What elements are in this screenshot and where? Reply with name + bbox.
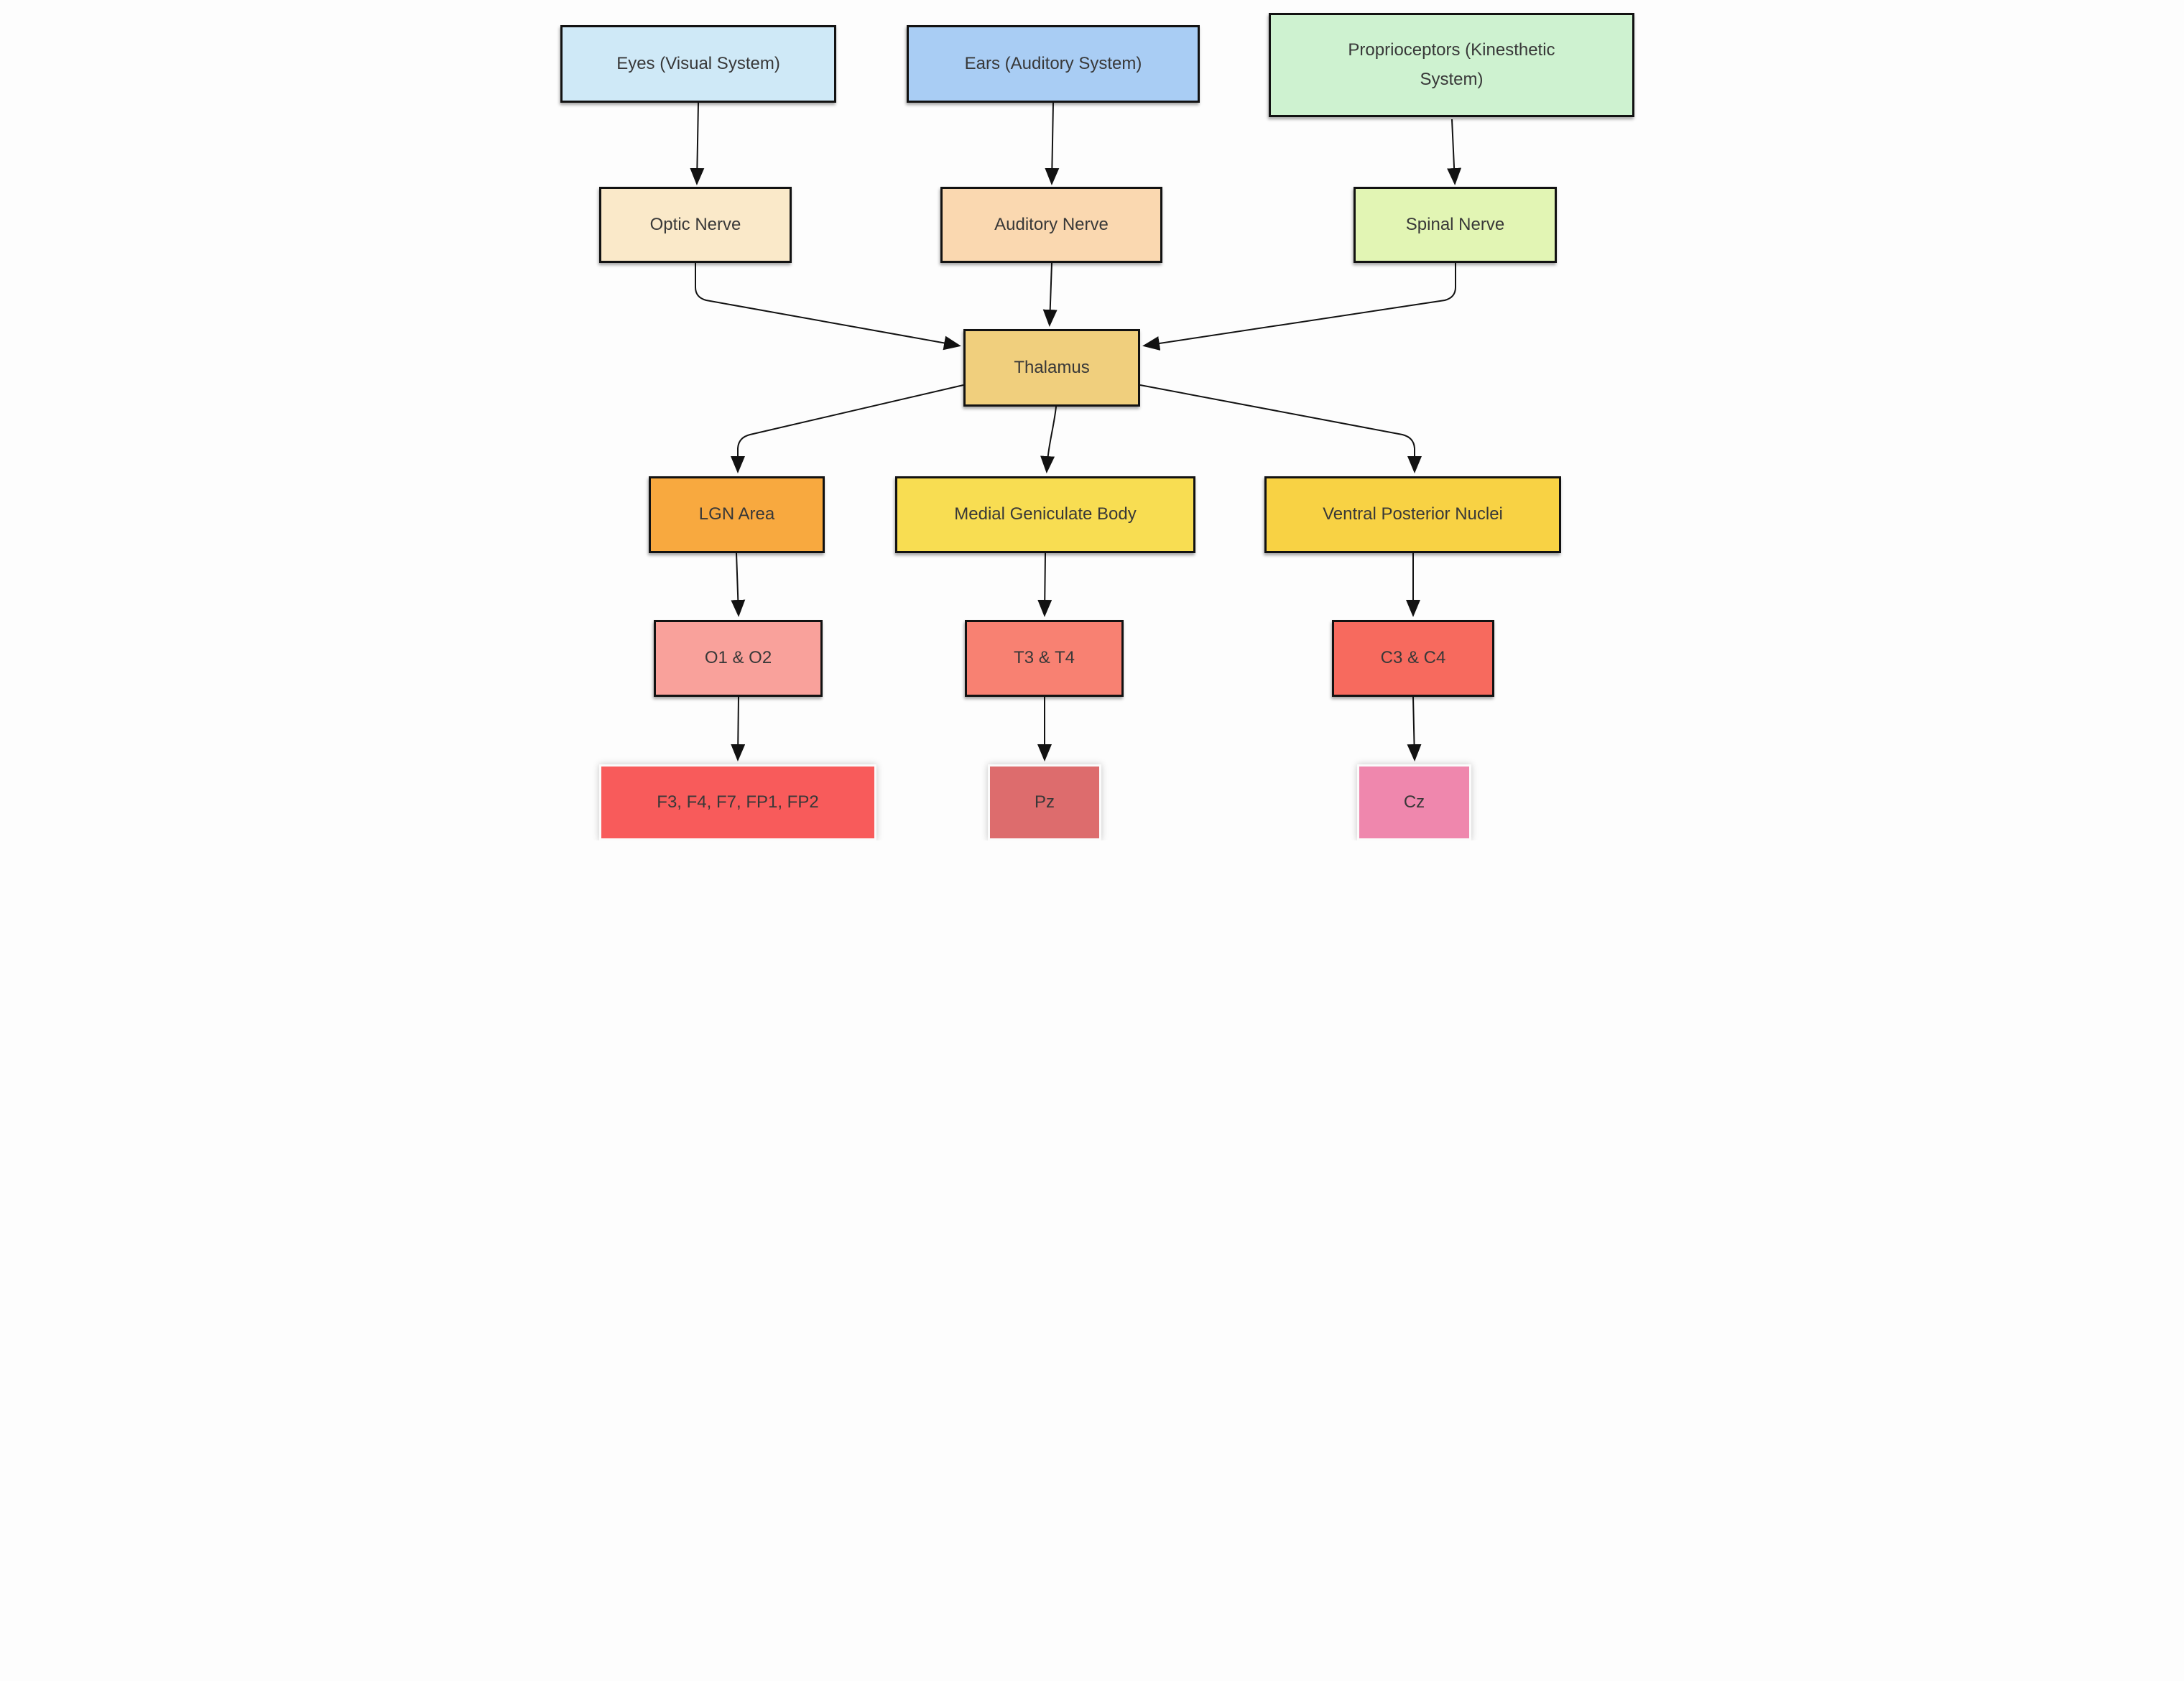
node-mgb: Medial Geniculate Body — [895, 476, 1195, 553]
edges-layer — [690, 102, 1462, 761]
edge-spinal-to-thalamus-arrow — [1142, 263, 1456, 351]
node-eyes: Eyes (Visual System) — [560, 25, 836, 103]
node-o1o2-label: O1 & O2 — [704, 648, 772, 668]
node-optic: Optic Nerve — [599, 187, 792, 263]
node-pz: Pz — [988, 764, 1101, 840]
node-mgb-label: Medial Geniculate Body — [954, 504, 1137, 524]
edge-thalamus-to-mgb-arrow — [1040, 406, 1057, 473]
node-spinal: Spinal Nerve — [1354, 187, 1557, 263]
edge-proprio-to-spinal-arrow — [1447, 119, 1462, 185]
edge-eyes-to-optic-arrow — [690, 102, 705, 185]
node-auditory: Auditory Nerve — [940, 187, 1162, 263]
edge-o1o2-to-frontal-arrow — [731, 696, 746, 761]
edge-optic-to-thalamus-arrow — [695, 263, 961, 351]
node-o1o2: O1 & O2 — [654, 620, 823, 697]
edge-lgn-to-o1o2-arrow — [731, 552, 746, 617]
node-lgn: LGN Area — [649, 476, 825, 553]
node-thalamus: Thalamus — [963, 329, 1140, 407]
node-thalamus-label: Thalamus — [1014, 357, 1090, 377]
edge-thalamus-to-vpn-arrow — [1139, 384, 1422, 473]
node-cz-label: Cz — [1403, 792, 1425, 812]
node-ears-label: Ears (Auditory System) — [964, 53, 1142, 73]
node-spinal-label: Spinal Nerve — [1405, 214, 1505, 234]
node-c3c4: C3 & C4 — [1332, 620, 1494, 697]
edge-thalamus-to-lgn-arrow — [731, 384, 964, 473]
edge-c3c4-to-cz-arrow — [1407, 696, 1422, 761]
edge-auditory-to-thalamus-arrow — [1042, 262, 1058, 327]
node-t3t4-label: T3 & T4 — [1014, 648, 1075, 668]
node-proprio-label: Proprioceptors (Kinesthetic System) — [1348, 40, 1555, 89]
node-cz: Cz — [1357, 764, 1471, 840]
sensory-pathway-diagram: Eyes (Visual System) Ears (Auditory Syste… — [546, 0, 1638, 840]
node-t3t4: T3 & T4 — [965, 620, 1124, 697]
node-vpn-label: Ventral Posterior Nuclei — [1323, 504, 1503, 524]
node-c3c4-label: C3 & C4 — [1380, 648, 1446, 668]
edge-ears-to-auditory-arrow — [1045, 102, 1060, 185]
node-eyes-label: Eyes (Visual System) — [616, 53, 780, 73]
node-proprio: Proprioceptors (Kinesthetic System) — [1269, 13, 1634, 117]
node-frontal: F3, F4, F7, FP1, FP2 — [599, 764, 876, 840]
node-pz-label: Pz — [1034, 792, 1055, 812]
node-auditory-label: Auditory Nerve — [994, 214, 1109, 234]
node-ears: Ears (Auditory System) — [907, 25, 1200, 103]
node-vpn: Ventral Posterior Nuclei — [1264, 476, 1561, 553]
node-lgn-label: LGN Area — [698, 504, 775, 524]
node-optic-label: Optic Nerve — [649, 214, 741, 234]
node-frontal-label: F3, F4, F7, FP1, FP2 — [657, 792, 819, 812]
